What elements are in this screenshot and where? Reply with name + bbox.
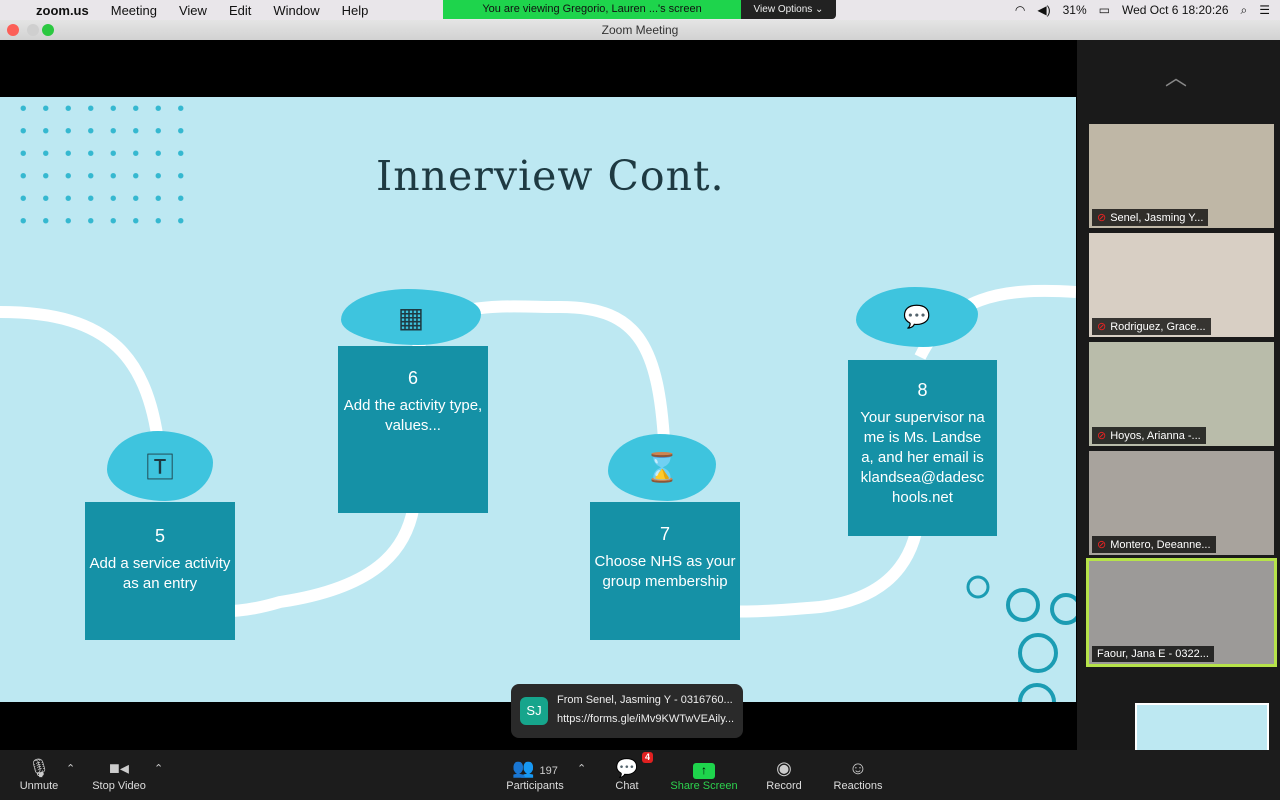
chat-from: From Senel, Jasming Y - 0316760... xyxy=(557,694,733,706)
participant-name: Senel, Jasming Y... xyxy=(1110,212,1204,224)
hourglass-icon: ⌛ xyxy=(608,434,716,501)
share-label: Share Screen xyxy=(670,780,738,792)
participant-tile[interactable]: ⊘Montero, Deeanne... xyxy=(1089,451,1274,555)
viewing-banner: You are viewing Gregorio, Lauren ...'s s… xyxy=(443,0,741,19)
battery-percent: 31% xyxy=(1062,3,1087,17)
minimize-button[interactable] xyxy=(27,24,39,36)
menu-view[interactable]: View xyxy=(178,2,207,18)
participant-tile[interactable]: ⊘Senel, Jasming Y... xyxy=(1089,124,1274,228)
muted-mic-icon: ⊘ xyxy=(1097,539,1107,551)
menu-edit[interactable]: Edit xyxy=(228,2,252,18)
slide-title: Innerview Cont. xyxy=(376,152,725,200)
participant-count: 197 xyxy=(539,765,558,777)
chat-button[interactable]: 💬 Chat xyxy=(612,758,642,792)
menu-help[interactable]: Help xyxy=(341,2,369,18)
avatar: SJ xyxy=(520,697,548,725)
record-label: Record xyxy=(766,780,802,792)
step-text: Add the activity type, values... xyxy=(343,397,483,434)
video-camera-icon: ■◂ xyxy=(109,758,129,778)
share-screen-icon: ↑ xyxy=(693,763,715,779)
reactions-label: Reactions xyxy=(833,780,883,792)
close-button[interactable] xyxy=(7,24,19,36)
participants-caret[interactable]: ⌃ xyxy=(577,763,587,775)
path-decoration xyxy=(0,284,1076,702)
participant-tile[interactable]: ⊘Rodriguez, Grace... xyxy=(1089,233,1274,337)
video-options-caret[interactable]: ⌃ xyxy=(154,763,164,775)
chevron-up-icon[interactable]: ︿ xyxy=(1165,65,1188,90)
search-icon[interactable]: ⌕ xyxy=(1240,2,1248,17)
share-screen-button[interactable]: ↑Share Screen xyxy=(668,758,740,792)
menu-app[interactable]: zoom.us xyxy=(36,2,89,18)
participant-name: Faour, Jana E - 0322... xyxy=(1092,646,1214,662)
unmute-button[interactable]: 🎙 Unmute xyxy=(16,758,62,792)
text-icon: 🅃 xyxy=(107,431,213,501)
reactions-button[interactable]: ☺ Reactions xyxy=(832,758,884,792)
muted-mic-icon: 🎙 xyxy=(27,758,51,778)
stop-video-label: Stop Video xyxy=(92,780,146,792)
status-area: ◠ ◀) 31% ▭ Wed Oct 6 18:20:26 ⌕ ☰ xyxy=(1015,0,1270,20)
calculator-icon: ▦ xyxy=(341,289,481,345)
participant-name: Hoyos, Arianna -... xyxy=(1110,430,1201,442)
participant-tile-active-speaker[interactable]: Faour, Jana E - 0322... xyxy=(1086,558,1277,667)
battery-icon[interactable]: ▭ xyxy=(1098,3,1110,17)
wifi-icon[interactable]: ◠ xyxy=(1014,3,1026,17)
step-text: Add a service activity as an entry xyxy=(89,555,231,592)
participant-tile[interactable]: ⊘Hoyos, Arianna -... xyxy=(1089,342,1274,446)
participant-name: Rodriguez, Grace... xyxy=(1110,321,1206,333)
step-text: Choose NHS as your group membership xyxy=(594,553,736,590)
step-number: 6 xyxy=(407,368,418,388)
muted-mic-icon: ⊘ xyxy=(1097,321,1107,333)
unmute-label: Unmute xyxy=(19,780,59,792)
chat-notification[interactable]: SJ From Senel, Jasming Y - 0316760... ht… xyxy=(511,684,743,738)
chat-label: Chat xyxy=(615,780,639,792)
record-button[interactable]: ◉ Record xyxy=(765,758,803,792)
muted-mic-icon: ⊘ xyxy=(1097,430,1107,442)
chat-message: https://forms.gle/iMv9KWTwVEAily... xyxy=(557,713,735,725)
chat-icon: 💬 xyxy=(615,758,639,778)
participants-label: Participants xyxy=(506,780,564,792)
step-text: Your supervisor name is Ms. Landsea, and… xyxy=(860,409,985,506)
clock[interactable]: Wed Oct 6 18:20:26 xyxy=(1121,3,1229,17)
record-icon: ◉ xyxy=(776,758,792,778)
menu-window[interactable]: Window xyxy=(273,2,320,18)
audio-options-caret[interactable]: ⌃ xyxy=(66,763,76,775)
step-number: 7 xyxy=(659,524,670,544)
volume-icon[interactable]: ◀) xyxy=(1037,3,1051,17)
window-title: Zoom Meeting xyxy=(0,20,1280,40)
view-options-button[interactable]: View Options ⌄ xyxy=(741,0,836,19)
step-number: 5 xyxy=(154,526,165,546)
zoom-button[interactable] xyxy=(42,24,54,36)
menu-meeting[interactable]: Meeting xyxy=(110,2,157,18)
participants-icon: 👥 xyxy=(512,758,535,778)
muted-mic-icon: ⊘ xyxy=(1097,212,1107,224)
participant-name: Montero, Deeanne... xyxy=(1110,539,1211,551)
chat-badge: 4 xyxy=(642,752,654,763)
stop-video-button[interactable]: ■◂ Stop Video xyxy=(88,758,150,792)
chat-bubbles-icon: 💬 xyxy=(856,287,978,347)
step-number: 8 xyxy=(917,380,928,400)
list-icon[interactable]: ☰ xyxy=(1259,3,1270,17)
smiley-icon: ☺ xyxy=(848,758,868,778)
dot-pattern xyxy=(12,97,197,232)
